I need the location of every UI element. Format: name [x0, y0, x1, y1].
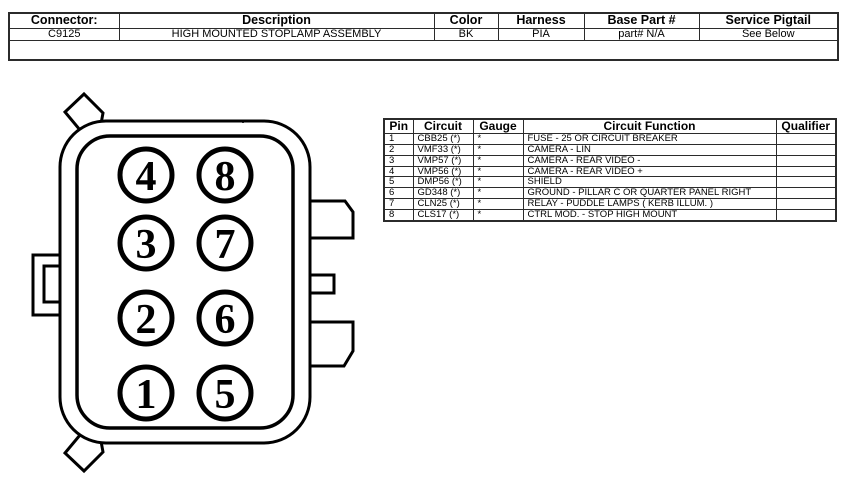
- column-header: Base Part #: [583, 12, 700, 29]
- column-header: Description: [118, 12, 435, 29]
- cell: 5: [383, 176, 414, 189]
- column-header: Gauge: [472, 118, 524, 134]
- pin-5-label: 5: [215, 372, 236, 418]
- pin-cavities-group: 4 8 3 7 2 6 1 5: [117, 146, 254, 422]
- column-header: Color: [433, 12, 499, 29]
- pin-7-label: 7: [215, 222, 236, 268]
- pin-2-cavity: [117, 289, 175, 347]
- cell: [775, 154, 837, 167]
- cell: See Below: [698, 27, 839, 42]
- cell: [775, 209, 837, 222]
- cell: 2: [383, 143, 414, 156]
- cell: VMF33 (*): [412, 143, 474, 156]
- cell: CAMERA - REAR VIDEO -: [522, 154, 777, 167]
- cell: *: [472, 176, 524, 189]
- cell: [775, 165, 837, 178]
- pin-6-label: 6: [215, 297, 236, 343]
- cell: CBB25 (*): [412, 132, 474, 145]
- column-header: Service Pigtail: [698, 12, 839, 29]
- cell: [775, 187, 837, 200]
- connector-body-inner: [75, 134, 295, 430]
- cell: PIA: [497, 27, 585, 42]
- cell: [775, 132, 837, 145]
- pin-4-cavity: [117, 146, 175, 204]
- pin-3-cavity: [117, 214, 175, 272]
- cell: C9125: [8, 27, 120, 42]
- cell: [775, 143, 837, 156]
- cell: HIGH MOUNTED STOPLAMP ASSEMBLY: [118, 27, 435, 42]
- pin-1-label: 1: [136, 372, 157, 418]
- cell: 3: [383, 154, 414, 167]
- right-tab-top: [303, 199, 355, 240]
- cell: [775, 198, 837, 211]
- cell: SHIELD: [522, 176, 777, 189]
- cell: 7: [383, 198, 414, 211]
- cell: *: [472, 209, 524, 222]
- right-tab-bottom: [303, 320, 355, 368]
- pin-2-label: 2: [136, 297, 157, 343]
- cell: CLN25 (*): [412, 198, 474, 211]
- connector-body-outer: [58, 119, 312, 445]
- cell: 8: [383, 209, 414, 222]
- cell: GD348 (*): [412, 187, 474, 200]
- cell: *: [472, 132, 524, 145]
- pin-1-cavity: [117, 364, 175, 422]
- cell: VMP56 (*): [412, 165, 474, 178]
- pin-7-cavity: [196, 214, 254, 272]
- pin-5-cavity: [196, 364, 254, 422]
- cell: [775, 176, 837, 189]
- cell: *: [472, 154, 524, 167]
- column-header: Connector:: [8, 12, 120, 29]
- cell: *: [472, 198, 524, 211]
- cell: 6: [383, 187, 414, 200]
- cell: CLS17 (*): [412, 209, 474, 222]
- column-header: Circuit: [412, 118, 474, 134]
- cell: part# N/A: [583, 27, 700, 42]
- spacer-cell: [9, 40, 838, 60]
- pin-8-label: 8: [215, 154, 236, 200]
- column-header: Pin: [383, 118, 414, 134]
- cell: DMP56 (*): [412, 176, 474, 189]
- cell: GROUND - PILLAR C OR QUARTER PANEL RIGHT: [522, 187, 777, 200]
- cell: CAMERA - LIN: [522, 143, 777, 156]
- connector-diagram: 4 8 3 7 2 6 1 5: [31, 91, 355, 474]
- column-header: Qualifier: [775, 118, 837, 134]
- cell: *: [472, 165, 524, 178]
- cell: *: [472, 143, 524, 156]
- cell: CTRL MOD. - STOP HIGH MOUNT: [522, 209, 777, 222]
- cell: 1: [383, 132, 414, 145]
- pin-6-cavity: [196, 289, 254, 347]
- cell: *: [472, 187, 524, 200]
- cell: BK: [433, 27, 499, 42]
- cell: CAMERA - REAR VIDEO +: [522, 165, 777, 178]
- column-header: Harness: [497, 12, 585, 29]
- column-header: Circuit Function: [522, 118, 777, 134]
- pin-4-label: 4: [136, 154, 157, 200]
- cell: VMP57 (*): [412, 154, 474, 167]
- cell: 4: [383, 165, 414, 178]
- pin-3-label: 3: [136, 222, 157, 268]
- cell: FUSE - 25 OR CIRCUIT BREAKER: [522, 132, 777, 145]
- cell: RELAY - PUDDLE LAMPS ( KERB ILLUM. ): [522, 198, 777, 211]
- spacer-row: [9, 40, 838, 60]
- pin-8-cavity: [196, 146, 254, 204]
